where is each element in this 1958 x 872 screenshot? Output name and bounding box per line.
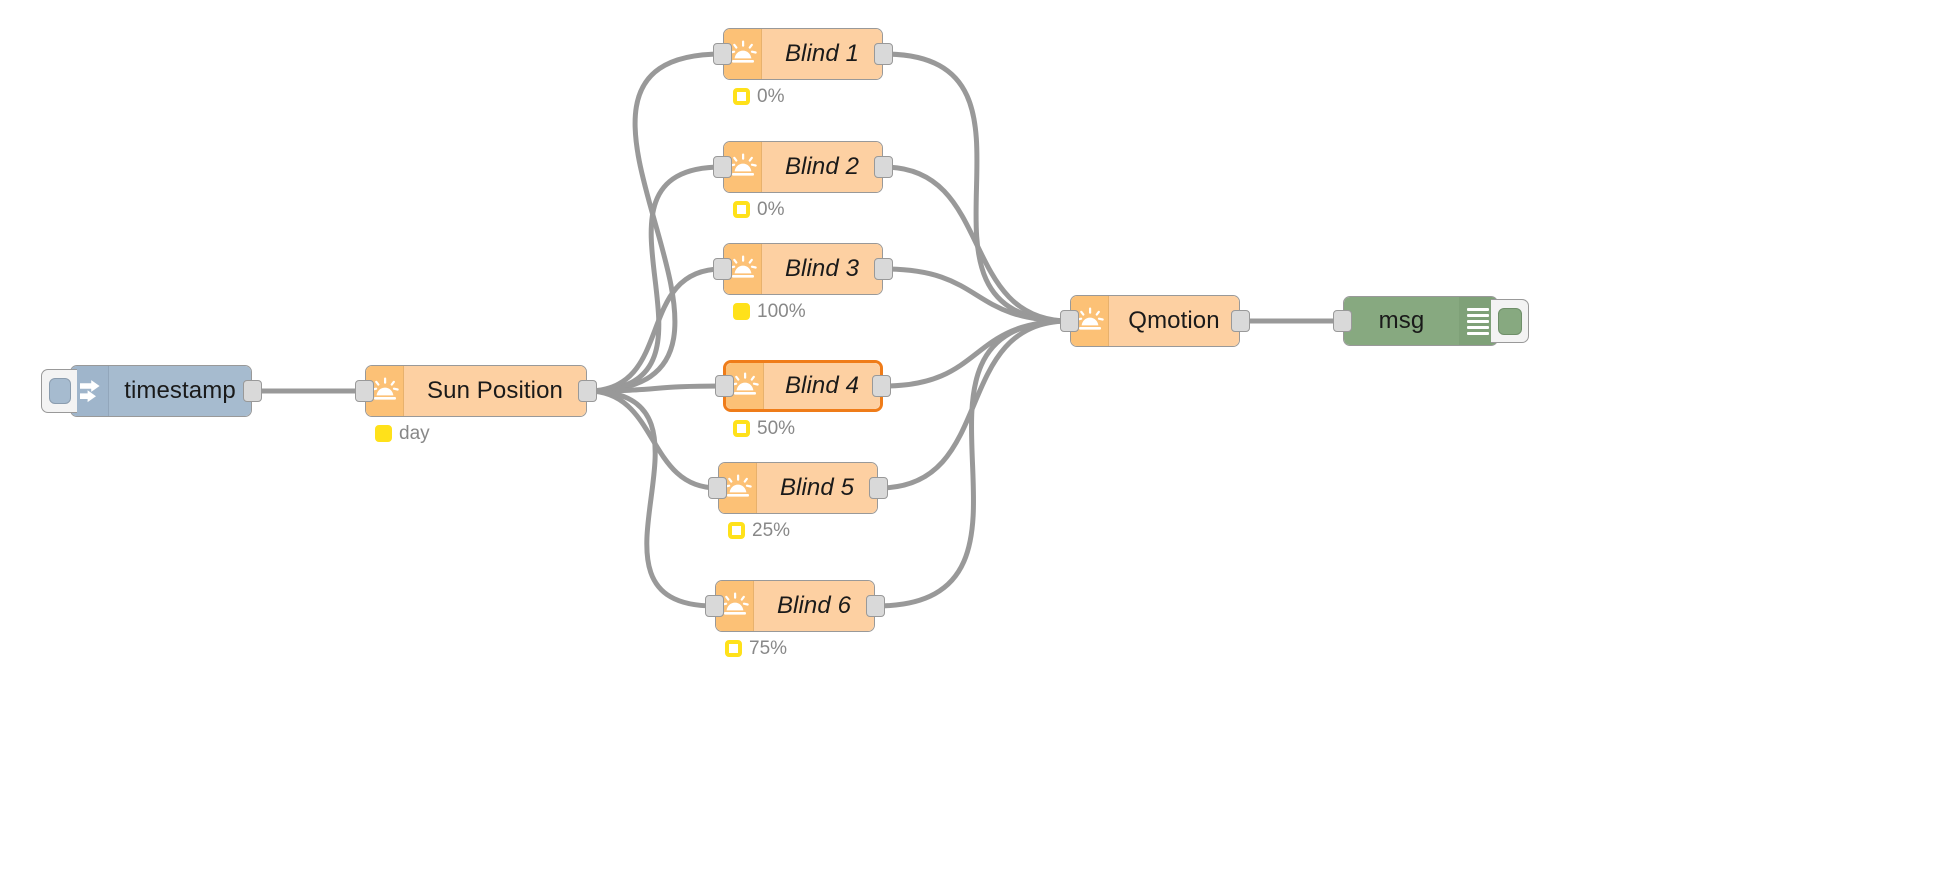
- node-label: Qmotion: [1128, 307, 1220, 334]
- status-marker-icon: [733, 88, 750, 105]
- node-icon-cell: [1459, 297, 1497, 345]
- output-port[interactable]: [874, 258, 893, 280]
- node-status-blind-1: 0%: [733, 87, 784, 106]
- node-label: msg: [1378, 307, 1425, 334]
- node-label: Blind 4: [784, 372, 860, 399]
- output-port[interactable]: [578, 380, 597, 402]
- node-body: Qmotion: [1071, 296, 1239, 346]
- input-port[interactable]: [715, 375, 734, 397]
- node-blind-4[interactable]: Blind 4: [715, 360, 891, 412]
- status-text: 50%: [757, 418, 796, 439]
- output-port[interactable]: [866, 595, 885, 617]
- node-body: Blind 2: [724, 142, 882, 192]
- debug-toggle-button[interactable]: [1491, 299, 1529, 343]
- node-inject[interactable]: timestamp: [41, 365, 262, 417]
- output-port[interactable]: [869, 477, 888, 499]
- input-port[interactable]: [713, 258, 732, 280]
- output-port[interactable]: [872, 375, 891, 397]
- node-sun-position[interactable]: Sun Position: [355, 365, 597, 417]
- input-port[interactable]: [355, 380, 374, 402]
- status-marker-icon: [728, 522, 745, 539]
- node-blind-3[interactable]: Blind 3: [713, 243, 893, 295]
- node-blind-6[interactable]: Blind 6: [705, 580, 885, 632]
- output-port[interactable]: [243, 380, 262, 402]
- node-body: Blind 4: [726, 363, 880, 409]
- status-marker-icon: [733, 201, 750, 218]
- input-port[interactable]: [708, 477, 727, 499]
- node-body: Blind 3: [724, 244, 882, 294]
- node-body: msg: [1344, 297, 1497, 345]
- node-label: Blind 1: [784, 40, 860, 67]
- node-status-blind-2: 0%: [733, 200, 784, 219]
- output-port[interactable]: [874, 156, 893, 178]
- input-port[interactable]: [705, 595, 724, 617]
- node-body: Blind 5: [719, 463, 877, 513]
- status-marker-icon: [375, 425, 392, 442]
- node-body: Sun Position: [366, 366, 586, 416]
- arrow-right-icon: [71, 366, 109, 416]
- node-debug[interactable]: msg: [1333, 296, 1529, 346]
- node-label: Sun Position: [427, 377, 563, 404]
- node-body: timestamp: [71, 366, 251, 416]
- output-port[interactable]: [874, 43, 893, 65]
- node-blind-5[interactable]: Blind 5: [708, 462, 888, 514]
- node-label: Blind 5: [779, 474, 855, 501]
- node-blind-2[interactable]: Blind 2: [713, 141, 893, 193]
- input-port[interactable]: [713, 156, 732, 178]
- inject-trigger-button[interactable]: [41, 369, 77, 413]
- input-port[interactable]: [1333, 310, 1352, 332]
- status-text: 100%: [757, 301, 806, 322]
- node-status-sun-position: day: [375, 424, 430, 443]
- debug-list-icon: [1467, 307, 1489, 335]
- node-label: Blind 2: [784, 153, 860, 180]
- node-status-blind-5: 25%: [728, 521, 790, 540]
- node-blind-1[interactable]: Blind 1: [713, 28, 893, 80]
- node-label: timestamp: [124, 377, 236, 404]
- node-body: Blind 6: [716, 581, 874, 631]
- node-label: Blind 6: [776, 592, 852, 619]
- node-label: Blind 3: [784, 255, 860, 282]
- status-text: 75%: [749, 638, 788, 659]
- status-text: 0%: [757, 86, 785, 107]
- status-text: 25%: [752, 520, 791, 541]
- input-port[interactable]: [713, 43, 732, 65]
- sun-icon: [366, 366, 404, 416]
- status-text: 0%: [757, 199, 785, 220]
- status-marker-icon: [733, 420, 750, 437]
- node-status-blind-3: 100%: [733, 302, 806, 321]
- status-marker-icon: [725, 640, 742, 657]
- status-text: day: [399, 423, 430, 444]
- sun-icon: [1071, 296, 1109, 346]
- status-marker-icon: [733, 303, 750, 320]
- node-status-blind-4: 50%: [733, 419, 795, 438]
- output-port[interactable]: [1231, 310, 1250, 332]
- node-qmotion[interactable]: Qmotion: [1060, 295, 1250, 347]
- input-port[interactable]: [1060, 310, 1079, 332]
- node-body: Blind 1: [724, 29, 882, 79]
- node-status-blind-6: 75%: [725, 639, 787, 658]
